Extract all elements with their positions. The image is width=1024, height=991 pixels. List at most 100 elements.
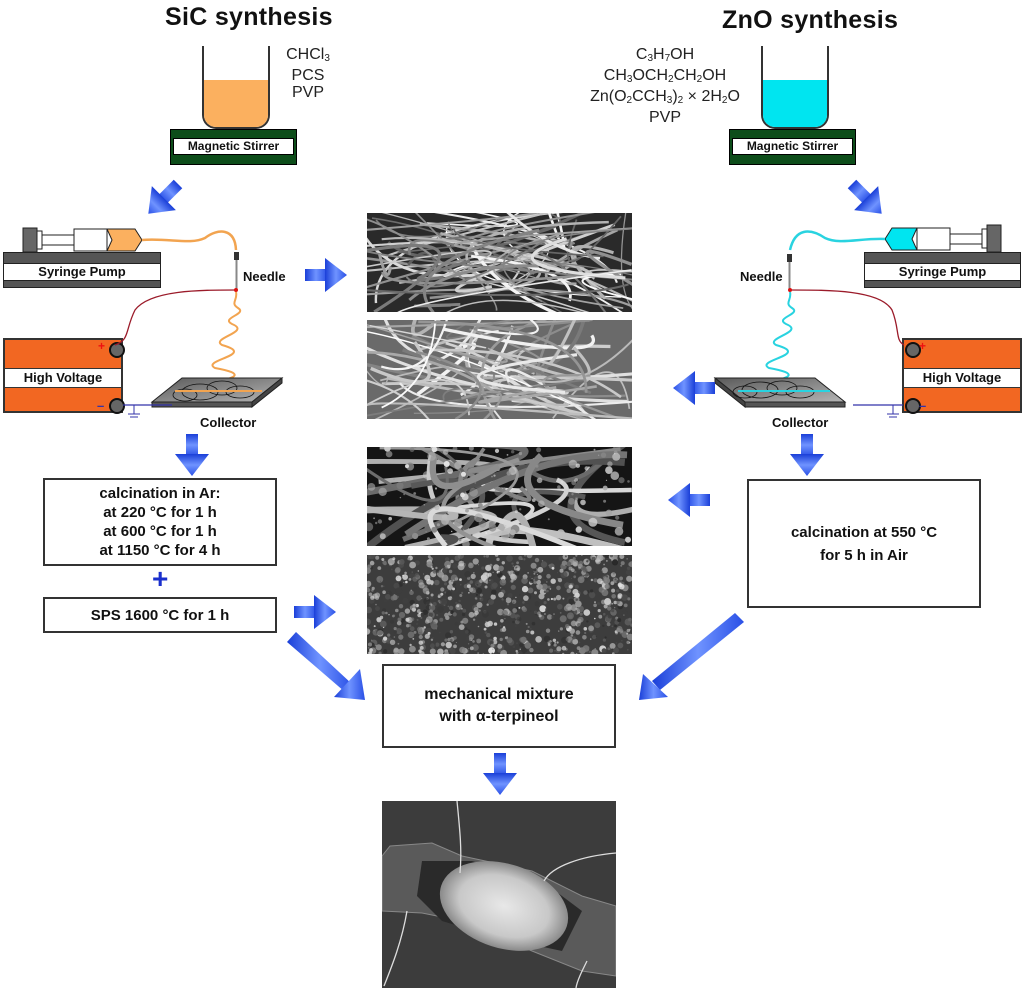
zno-tubing (788, 230, 886, 251)
fiber (422, 534, 459, 546)
particle (546, 614, 553, 620)
particle (519, 575, 521, 577)
particle (382, 608, 386, 613)
particle (405, 464, 409, 469)
particle (389, 639, 396, 645)
svg-text:+: + (98, 339, 105, 353)
particle (609, 555, 614, 558)
fiber (397, 269, 632, 312)
particle (460, 492, 465, 498)
particle (614, 578, 617, 581)
particle (525, 603, 530, 609)
particle (566, 561, 572, 567)
particle (444, 557, 450, 562)
particle (437, 599, 441, 603)
particle (626, 575, 632, 582)
particle (602, 570, 603, 572)
particle (431, 447, 438, 453)
particle (460, 607, 463, 610)
particle (516, 567, 520, 571)
particle (598, 586, 605, 593)
svg-text:+: + (919, 339, 926, 353)
particle (533, 572, 536, 575)
particle (367, 555, 372, 560)
particle (564, 555, 567, 558)
particle (486, 603, 489, 606)
particle (393, 582, 400, 589)
fiber (367, 288, 632, 308)
calc-line: at 600 °C for 1 h (103, 523, 217, 540)
fiber (367, 213, 540, 231)
particle (510, 612, 516, 619)
arrow-center-to-final (483, 753, 517, 795)
particle (579, 612, 583, 616)
particle (614, 527, 624, 536)
particle (476, 638, 482, 644)
particle (449, 630, 454, 634)
arrow-sic-stirrer-to-pump (136, 171, 191, 226)
particle (509, 651, 512, 654)
particle (613, 647, 619, 654)
particle (452, 563, 458, 569)
particle (592, 634, 597, 640)
particle (381, 611, 385, 615)
particle (518, 451, 523, 456)
particle (500, 531, 510, 540)
particle (437, 648, 444, 654)
particle (460, 584, 462, 586)
particle (367, 646, 370, 649)
particle (455, 601, 458, 605)
sic-solution (204, 80, 268, 127)
particle (523, 595, 529, 601)
particle (535, 464, 539, 468)
particle (628, 561, 632, 568)
zno-magnetic-stirrer: Magnetic Stirrer (729, 129, 856, 165)
particle (462, 540, 470, 546)
particle (554, 641, 556, 644)
particle (423, 503, 426, 506)
particle (628, 642, 631, 644)
particle (511, 562, 514, 565)
particle (413, 492, 417, 495)
particle (410, 589, 412, 591)
sic-magnetic-stirrer: Magnetic Stirrer (170, 129, 297, 165)
particle (464, 571, 471, 578)
particle (624, 581, 629, 586)
particle (618, 583, 625, 590)
particle (427, 452, 436, 461)
particle (506, 555, 513, 562)
particle (526, 555, 533, 559)
particle (385, 611, 388, 615)
particle (547, 585, 551, 589)
particle (371, 639, 373, 641)
particle (616, 580, 619, 583)
particle (490, 583, 497, 590)
particle (454, 461, 462, 469)
particle (483, 627, 487, 631)
sic-needle-tip (234, 252, 239, 260)
particle (597, 602, 600, 605)
particle (550, 641, 554, 646)
particle (383, 585, 385, 587)
particle (447, 584, 453, 590)
particle (373, 517, 375, 520)
particle (551, 615, 555, 619)
particle (468, 562, 474, 569)
particle (430, 621, 437, 628)
particle (605, 479, 608, 481)
particle (478, 609, 481, 612)
particle (510, 584, 516, 590)
particle (378, 651, 382, 654)
fiber (367, 237, 489, 278)
arrow-zno-to-mixture (639, 613, 744, 700)
particle (474, 610, 479, 615)
particle (625, 569, 632, 576)
particle (416, 609, 422, 614)
particle (376, 628, 384, 636)
particle (466, 584, 471, 589)
particle (557, 485, 561, 489)
particle (444, 638, 448, 642)
particle (519, 508, 522, 511)
particle (416, 618, 419, 621)
